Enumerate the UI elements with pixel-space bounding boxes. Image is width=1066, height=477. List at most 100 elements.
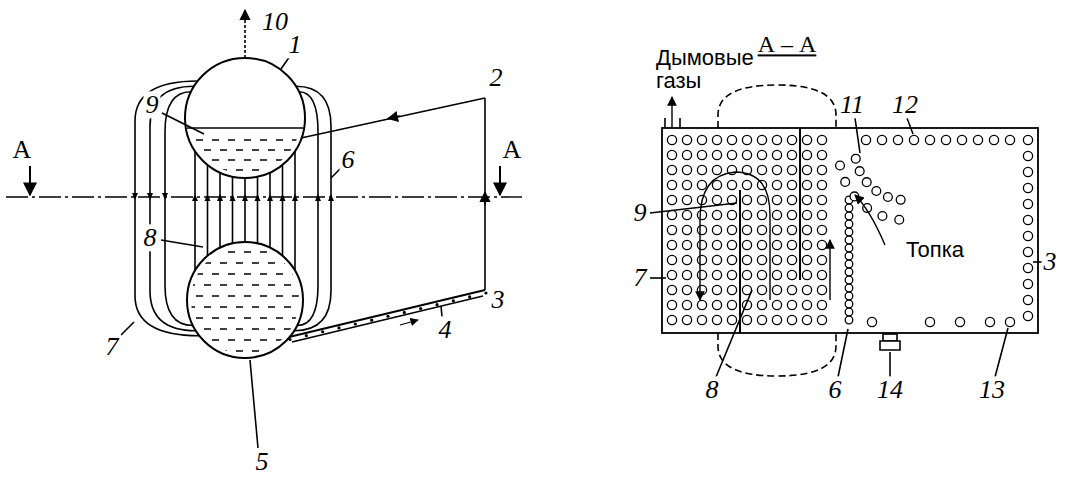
tube-section bbox=[682, 165, 691, 174]
tube-section bbox=[787, 180, 796, 189]
flow-arrowhead bbox=[280, 194, 286, 201]
water-dash bbox=[276, 295, 283, 296]
tube-section bbox=[787, 240, 796, 249]
water-dash bbox=[260, 251, 267, 252]
tube-section bbox=[817, 285, 826, 294]
flow-arrow bbox=[484, 192, 486, 205]
callout-number: 14 bbox=[875, 376, 905, 403]
tube-section bbox=[787, 270, 796, 279]
callout-number: 6 bbox=[827, 376, 844, 403]
callout-number: 13 bbox=[977, 376, 1007, 403]
tube-section bbox=[1023, 167, 1032, 176]
tube-section bbox=[817, 165, 826, 174]
tube-section bbox=[989, 135, 998, 144]
water-dash bbox=[292, 273, 299, 274]
water-dash bbox=[204, 149, 211, 150]
boiler-tube bbox=[194, 151, 196, 270]
tube-section bbox=[817, 150, 826, 159]
water-dash bbox=[196, 251, 203, 252]
tube-section bbox=[772, 135, 781, 144]
tube-section bbox=[757, 195, 766, 204]
tube-section bbox=[772, 165, 781, 174]
tube-section bbox=[667, 285, 676, 294]
tube-section bbox=[772, 270, 781, 279]
water-dash bbox=[268, 328, 275, 329]
water-dash bbox=[268, 149, 275, 150]
flow-arrowhead bbox=[205, 194, 211, 201]
callout-number: 5 bbox=[254, 448, 271, 475]
tube-section bbox=[682, 135, 691, 144]
tube-section bbox=[817, 135, 826, 144]
baffle bbox=[739, 190, 741, 333]
water-dash bbox=[228, 139, 235, 140]
flow-arrow bbox=[400, 320, 418, 325]
tube-section bbox=[727, 180, 736, 189]
tube-section bbox=[925, 135, 934, 144]
tube-section bbox=[861, 135, 870, 144]
flue-outlet bbox=[679, 118, 681, 128]
tube-section bbox=[682, 315, 691, 324]
hatch-dot bbox=[403, 311, 406, 314]
tube-section bbox=[667, 165, 676, 174]
tube-section bbox=[727, 270, 736, 279]
hatch-dot bbox=[305, 334, 308, 337]
tube-section bbox=[742, 255, 751, 264]
callout-number: 3 bbox=[1042, 248, 1059, 275]
drum-outline bbox=[718, 333, 836, 376]
tube-section bbox=[845, 204, 853, 212]
tube-section bbox=[787, 210, 796, 219]
tube-section bbox=[697, 255, 706, 264]
water-dash bbox=[188, 262, 195, 263]
steam-outlet-arrow bbox=[244, 10, 246, 58]
water-dash bbox=[252, 149, 259, 150]
hatch-dot bbox=[419, 307, 422, 310]
tube-section bbox=[802, 255, 811, 264]
water-dash bbox=[212, 295, 219, 296]
tube-section bbox=[697, 300, 706, 309]
water-dash bbox=[276, 139, 283, 140]
hatch-dot bbox=[288, 338, 291, 341]
tube-section bbox=[742, 240, 751, 249]
tube-section bbox=[909, 135, 918, 144]
tube-section bbox=[787, 285, 796, 294]
water-dash bbox=[180, 251, 187, 252]
water-dash bbox=[260, 159, 267, 160]
water-dash bbox=[244, 251, 251, 252]
water-dash bbox=[220, 306, 227, 307]
tube-section bbox=[973, 135, 982, 144]
water-dash bbox=[212, 317, 219, 318]
drum-outline bbox=[718, 85, 836, 128]
water-dash bbox=[244, 139, 251, 140]
tube-section bbox=[772, 315, 781, 324]
tube-section bbox=[845, 228, 853, 236]
water-dash bbox=[180, 139, 187, 140]
tube-section bbox=[855, 167, 864, 176]
tube-section bbox=[787, 165, 796, 174]
tube-section bbox=[712, 165, 721, 174]
floor-tube bbox=[289, 290, 485, 337]
tube-section bbox=[697, 150, 706, 159]
tube-section bbox=[712, 210, 721, 219]
water-dash bbox=[228, 339, 235, 340]
upper-drum bbox=[185, 58, 305, 178]
tube-section bbox=[697, 285, 706, 294]
tube-section bbox=[845, 308, 853, 316]
water-level bbox=[187, 127, 303, 129]
tube-section bbox=[817, 315, 826, 324]
tube-section bbox=[712, 135, 721, 144]
flow-arrowhead bbox=[147, 193, 153, 200]
tube-section bbox=[712, 270, 721, 279]
tube-section bbox=[817, 195, 826, 204]
tube-section bbox=[957, 135, 966, 144]
leader-line bbox=[650, 277, 666, 279]
tube-section bbox=[712, 150, 721, 159]
callout-number: 6 bbox=[340, 146, 357, 173]
tube-section bbox=[895, 215, 904, 224]
tube-section bbox=[802, 210, 811, 219]
water-dash bbox=[292, 251, 299, 252]
water-dash bbox=[212, 273, 219, 274]
callout-number: 1 bbox=[287, 31, 304, 58]
water-dash bbox=[292, 317, 299, 318]
gas-flow-arrow bbox=[855, 195, 885, 245]
tube-section bbox=[1023, 263, 1032, 272]
